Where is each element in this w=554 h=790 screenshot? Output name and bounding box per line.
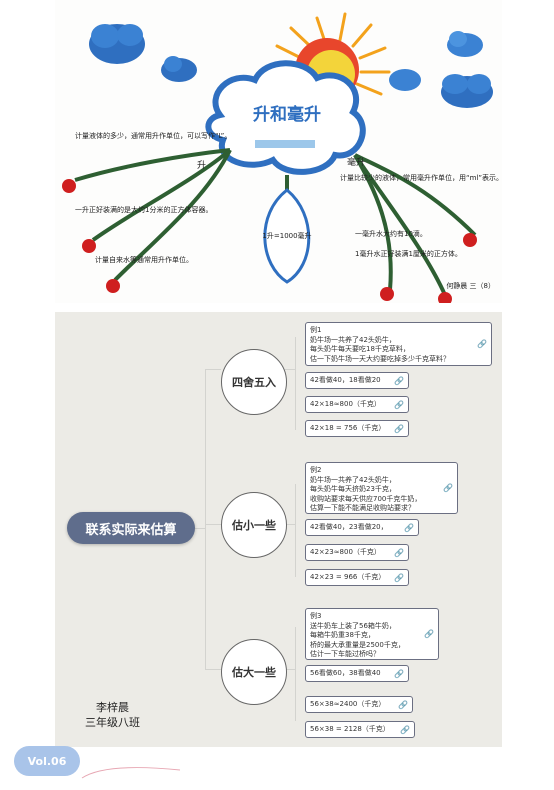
connector [285,524,295,525]
author-name: 李梓晨 [96,701,129,714]
connector [205,369,221,370]
step-card[interactable]: 42×18 = 756（千克） 🔗 [305,420,409,437]
step-card[interactable]: 42×23≈800（千克） 🔗 [305,544,409,561]
connector [205,524,221,525]
branch-label: 估小一些 [232,519,276,532]
paperclip-icon: 🔗 [394,572,404,582]
signature: 何静晨 三（8） [446,281,495,290]
branch-node-estimate-lower[interactable]: 估小一些 [221,492,287,558]
title-cloud: 升和毫升 [205,60,366,175]
step-card[interactable]: 56×38≈2400（千克） 🔗 [305,696,413,713]
author-block: 李梓晨 三年级八班 [85,700,140,730]
paperclip-icon: 🔗 [394,399,404,409]
step-text: 56看做60，38看做40 [310,669,381,677]
step-text: 56×38 = 2128（千克） [310,725,390,733]
left-text-2: 一升正好装满的是大约1分米的正方体容器。 [75,205,212,214]
step-card[interactable]: 56看做60，38看做40 🔗 [305,665,409,682]
step-text: 42看做40，18看做20 [310,376,381,384]
connector [295,484,296,577]
right-text-1: 计量比较少的液体，常用毫升作单位，用“ml”表示。 [340,173,502,182]
branch-label: 估大一些 [232,666,276,679]
connector [205,369,206,669]
cloud-icon [441,74,493,108]
step-card[interactable]: 42×23 = 966（千克） 🔗 [305,569,409,586]
step-card[interactable]: 56×38 = 2128（千克） 🔗 [305,721,415,738]
connector [205,669,221,670]
step-text: 42×23 = 966（千克） [310,573,386,581]
example-text: 例3 送牛奶车上装了56箱牛奶， 每箱牛奶重38千克， 桥的最大承重量是2500… [310,612,405,658]
right-branch-label: 毫升 [347,156,365,168]
cloud-icon [447,31,483,57]
drawing-canvas: 升和毫升 1升=1000毫升 升 毫升 计量液体的多少，通常用 [62,12,502,303]
connector [195,528,205,529]
paperclip-icon: 🔗 [394,423,404,433]
author-class: 三年级八班 [85,716,140,729]
left-text-1: 计量液体的多少，通常用升作单位，可以写作“L”。 [75,131,231,140]
step-text: 42看做40，23看做20， [310,523,388,531]
step-text: 56×38≈2400（千克） [310,700,386,708]
center-leaf-text: 1升=1000毫升 [262,231,311,240]
left-text-3: 计量自来水等通常用升作单位。 [95,255,193,264]
step-text: 42×18 = 756（千克） [310,424,386,432]
example-card[interactable]: 例2 奶牛场一共养了42头奶牛， 每头奶牛每天挤奶23千克， 收购站要求每天供应… [305,462,458,514]
cloud-icon [89,24,145,64]
step-card[interactable]: 42×18≈800（千克） 🔗 [305,396,409,413]
cloud-icon [389,69,421,91]
paperclip-icon: 🔗 [398,699,408,709]
step-card[interactable]: 42看做40，23看做20， 🔗 [305,519,419,536]
root-node[interactable]: 联系实际来估算 [67,512,195,544]
paperclip-icon: 🔗 [443,483,453,493]
estimation-mindmap: 联系实际来估算 四舍五入 例1 奶牛场一共养了42头奶牛， 每头奶牛每天要吃18… [55,312,502,747]
step-text: 42×23≈800（千克） [310,548,381,556]
connector [285,669,295,670]
connector [295,627,296,721]
paperclip-icon: 🔗 [400,724,410,734]
branch-lines [74,148,477,296]
step-text: 42×18≈800（千克） [310,400,381,408]
paperclip-icon: 🔗 [477,339,487,349]
connector [285,369,295,370]
example-card[interactable]: 例3 送牛奶车上装了56箱牛奶， 每箱牛奶重38千克， 桥的最大承重量是2500… [305,608,439,660]
example-card[interactable]: 例1 奶牛场一共养了42头奶牛， 每头奶牛每天要吃18千克草料， 估一下奶牛场一… [305,322,492,366]
example-text: 例1 奶牛场一共养了42头奶牛， 每头奶牛每天要吃18千克草料， 估一下奶牛场一… [310,326,450,363]
hand-drawn-mindmap: 升和毫升 1升=1000毫升 升 毫升 计量液体的多少，通常用 [55,0,502,303]
paperclip-icon: 🔗 [394,375,404,385]
cloud-icon [161,56,197,82]
decorative-stroke [81,767,181,779]
right-text-3: 1毫升水正好装满1厘米的正方体。 [355,249,462,258]
branch-node-rounding[interactable]: 四舍五入 [221,349,287,415]
branch-node-estimate-higher[interactable]: 估大一些 [221,639,287,705]
paperclip-icon: 🔗 [424,629,434,639]
volume-badge: Vol.06 [14,746,80,776]
example-text: 例2 奶牛场一共养了42头奶牛， 每头奶牛每天挤奶23千克， 收购站要求每天供应… [310,466,422,512]
cherry-icons [62,179,477,303]
paperclip-icon: 🔗 [404,522,414,532]
leaf-shape [263,188,311,284]
left-branch-label: 升 [197,160,206,171]
paperclip-icon: 🔗 [394,668,404,678]
step-card[interactable]: 42看做40，18看做20 🔗 [305,372,409,389]
drawing-title: 升和毫升 [253,104,321,125]
branch-label: 四舍五入 [232,376,276,389]
paperclip-icon: 🔗 [394,547,404,557]
connector [295,337,296,430]
right-text-2: 一毫升水大约有10滴。 [355,229,427,238]
